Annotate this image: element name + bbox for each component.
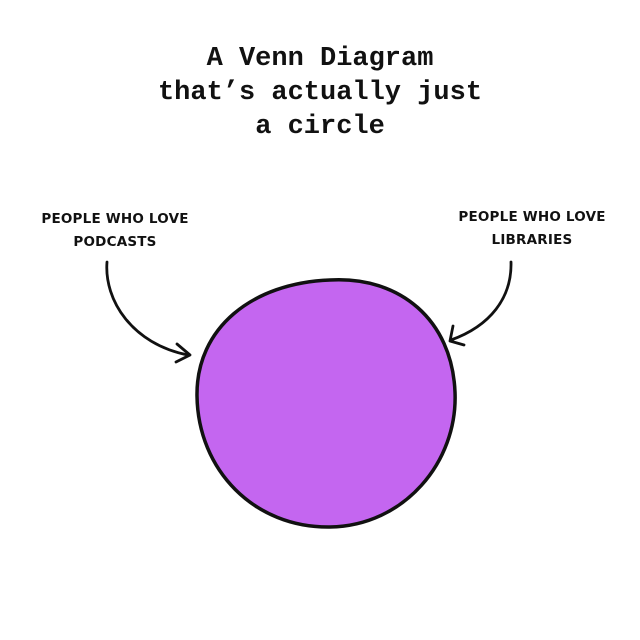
label-podcasts-line-1: PEOPLE WHO LOVE: [41, 211, 189, 227]
label-podcasts-line-2: PODCASTS: [73, 234, 157, 250]
right-arrow-head: [448, 324, 466, 347]
label-libraries: PEOPLE WHO LOVE LIBRARIES: [434, 206, 630, 252]
title-line-1: A Venn Diagram: [206, 44, 434, 74]
right-arrow: [449, 260, 513, 342]
label-libraries-line-1: PEOPLE WHO LOVE: [458, 209, 606, 225]
diagram-title: A Venn Diagram that’s actually just a ci…: [0, 42, 640, 144]
label-libraries-line-2: LIBRARIES: [491, 232, 573, 248]
title-line-2: that’s actually just: [157, 78, 483, 108]
venn-circle: [195, 278, 457, 529]
title-line-3: a circle: [255, 112, 385, 142]
label-podcasts: PEOPLE WHO LOVE PODCASTS: [20, 208, 210, 254]
left-arrow: [105, 260, 190, 357]
left-arrow-head: [174, 342, 192, 364]
